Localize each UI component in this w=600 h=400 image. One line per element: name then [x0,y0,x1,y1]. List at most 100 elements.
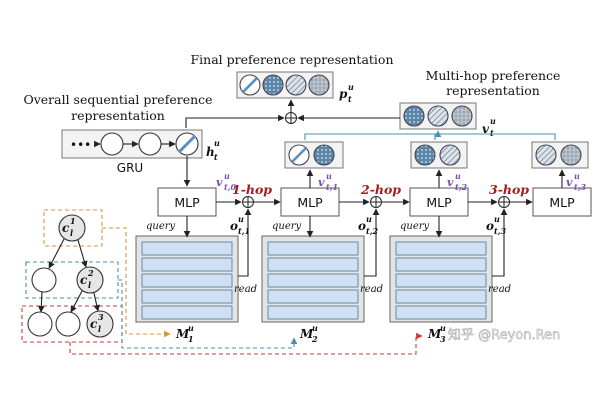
hop3-fusion-node [498,196,510,208]
c1-sup: 1 [70,216,76,226]
c2-sup: 2 [87,268,94,278]
m2-sub: 2 [311,334,318,344]
memory-1-slot-3 [141,273,233,288]
c3-sub: l [98,324,101,334]
tree-edge-c1-c2 [77,239,88,268]
hop3-output-vector [531,141,589,169]
final-pref-cell-3 [285,74,307,96]
hop2-fusion-node [370,196,382,208]
memory-1-slot-2 [141,257,233,272]
v-t3-main: v [566,176,573,189]
c3-main: c [90,317,98,331]
mlp-2-label: MLP [426,195,452,210]
o-t3-sup: u [494,214,500,224]
memory-3-slot-1 [395,241,487,256]
arrow-h-to-fusion [185,114,285,128]
hop-collector-line [304,133,556,140]
p-symbol: p u t [339,82,354,104]
c1-main: c [62,221,70,235]
multihop-label-line1: Multi-hop preference [426,68,561,83]
multihop-cell-1 [403,105,425,127]
gru-label: GRU [117,161,143,175]
tree-node-level3-left [27,311,53,337]
query-label-1: query [146,221,176,232]
arrow-read-2 [364,208,380,277]
o-t1-sup: u [238,214,244,224]
o-t1-label: o u t,1 [230,214,250,236]
memory-1-slot-1 [141,241,233,256]
v-t1-sup: u [326,171,332,181]
v-t0-sup: u [224,171,230,181]
final-pref-cell-1-stripe [242,77,258,93]
gru-node-2 [138,132,162,156]
route-level1-to-m1 [102,227,171,338]
mlp-3-box [532,187,592,217]
route-level2-to-m2 [118,279,298,349]
m1-label: M u 1 [175,323,194,344]
v-t1-sub: t,1 [326,182,338,192]
mlp-1: MLP [280,187,340,217]
c1-sub: l [70,228,73,238]
mlp-3-label: MLP [549,195,575,210]
m1-main: M [175,327,190,341]
arrow-read-3 [492,208,508,277]
h-symbol: h u t [206,138,220,162]
mlp-1-label: MLP [297,195,323,210]
v-t0-main: v [216,176,223,189]
hop3-cell-1 [535,144,557,166]
gru-chain: ••• [61,129,203,159]
read-label-1: read [234,284,257,295]
v-sub: t [490,128,494,138]
memory-1-slot-4 [141,289,233,304]
m3-main: M [427,327,442,341]
tree-level-2-box [25,261,119,299]
route-level3-to-m3 [69,332,423,355]
tree-node-level2-left [31,267,57,293]
c2-sub: l [88,280,91,290]
hop3-cell-2 [560,144,582,166]
memory-2-slot-1 [267,241,359,256]
memory-block-3 [389,235,493,323]
read-label-2: read [360,284,383,295]
v-t2-main: v [447,176,454,189]
final-preference-label: Final preference representation [190,52,393,67]
memory-2-slot-2 [267,257,359,272]
memory-block-1 [135,235,239,323]
m1-sub: 1 [188,334,194,344]
memory-3-slot-3 [395,273,487,288]
hop3-label: 3-hop [489,182,529,197]
o-t2-label: o u t,2 [358,214,378,236]
tree-edge-c2-c3 [93,292,100,312]
o-t2-sup: u [366,214,372,224]
v-t2-sup: u [455,171,461,181]
multihop-cell-3 [451,105,473,127]
hop2-output-vector [410,141,468,169]
query-label-2: query [272,221,302,232]
tree-edge-c1-left [48,238,65,269]
read-label-3: read [488,284,511,295]
v-symbol: v u t [482,116,496,138]
o-t2-sub: t,2 [366,226,378,236]
v-main: v [482,122,490,136]
memory-2-slot-5 [267,305,359,320]
memory-2-slot-4 [267,289,359,304]
hop1-cell-1-stripe [291,147,307,163]
v-t1-main: v [318,176,325,189]
c3-sup: 3 [98,312,104,322]
m2-sup: u [312,323,318,333]
v-t3-sup: u [574,171,580,181]
v-t3-label: v u t,3 [566,171,586,192]
p-sup: u [348,82,354,92]
o-t3-label: o u t,3 [486,214,506,236]
o-t1-sub: t,1 [238,226,250,236]
hop1-output-vector [284,141,344,169]
mlp-2: MLP [409,187,469,217]
tree-level-1-box [43,209,103,247]
gru-node-3-stripe [177,134,197,154]
mlp-0-box [157,187,217,217]
c2-main: c [80,273,88,287]
final-pref-cell-2 [262,74,284,96]
memory-2-slot-3 [267,273,359,288]
v-t1-label: v u t,1 [318,171,338,192]
